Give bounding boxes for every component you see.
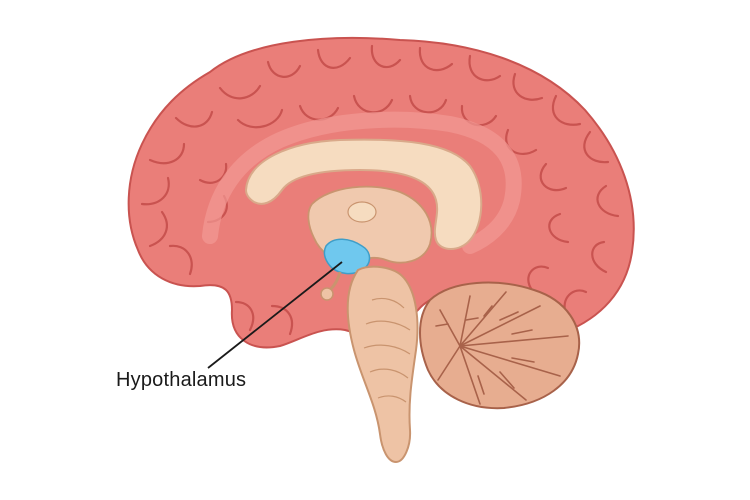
brainstem [346, 265, 419, 464]
cerebellum [419, 281, 581, 410]
thalamus-nucleus [347, 201, 377, 223]
arbor-vitae [435, 291, 569, 405]
cingulate-gyrus [202, 111, 522, 254]
pituitary-gland [320, 287, 334, 301]
hypothalamus-leader-line [207, 261, 343, 369]
corpus-callosum [244, 138, 483, 250]
gyri-texture [140, 44, 620, 336]
brainstem-texture [363, 297, 411, 403]
hypothalamus-label: Hypothalamus [116, 369, 247, 391]
